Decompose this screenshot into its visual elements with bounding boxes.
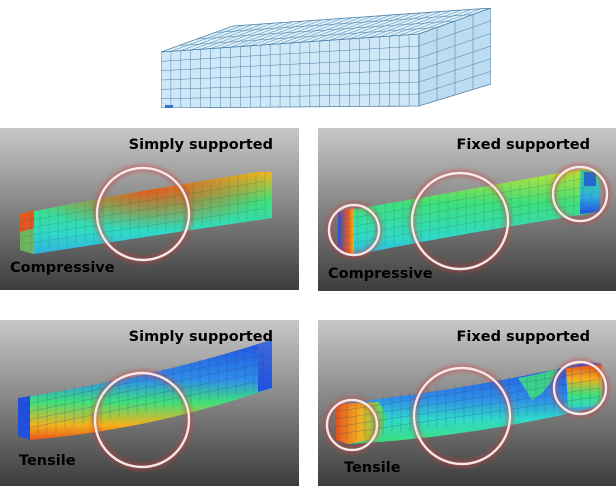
deformed-beam-plot — [20, 165, 272, 263]
stress-panel-fixed-compressive: Fixed supported Compressive — [318, 128, 616, 291]
stress-type-label: Compressive — [10, 260, 115, 276]
support-end-right — [566, 364, 602, 408]
stress-type-label: Compressive — [328, 266, 433, 282]
beam-body — [18, 340, 272, 440]
deformed-beam-plot — [18, 340, 272, 470]
highlight-ring — [95, 166, 191, 262]
deformed-beam-plot — [326, 164, 610, 272]
highlight-ring — [327, 203, 381, 257]
stress-panel-simply-compressive: Simply supported Compressive — [0, 128, 299, 290]
highlight-ring — [410, 171, 510, 271]
mesh-beam-model — [161, 8, 491, 108]
stress-panel-simply-tensile: Simply supported Tensile — [0, 320, 299, 486]
highlight-ring — [552, 360, 608, 416]
beam-body — [338, 168, 600, 256]
highlight-ring — [412, 366, 512, 466]
stress-panel-fixed-tensile: Fixed supported Tensile — [318, 320, 616, 486]
highlight-ring — [325, 398, 379, 452]
highlight-ring — [551, 165, 609, 223]
stress-type-label: Tensile — [19, 453, 76, 469]
support-type-title: Simply supported — [128, 137, 273, 153]
stress-type-label: Tensile — [344, 460, 401, 476]
support-end-left — [18, 396, 30, 440]
highlight-ring — [93, 371, 191, 469]
deformed-beam-plot — [324, 359, 609, 467]
support-end-left — [338, 208, 354, 256]
support-type-title: Fixed supported — [456, 137, 590, 153]
support-type-title: Fixed supported — [456, 329, 590, 345]
support-type-title: Simply supported — [128, 329, 273, 345]
support-end-right — [258, 340, 272, 392]
